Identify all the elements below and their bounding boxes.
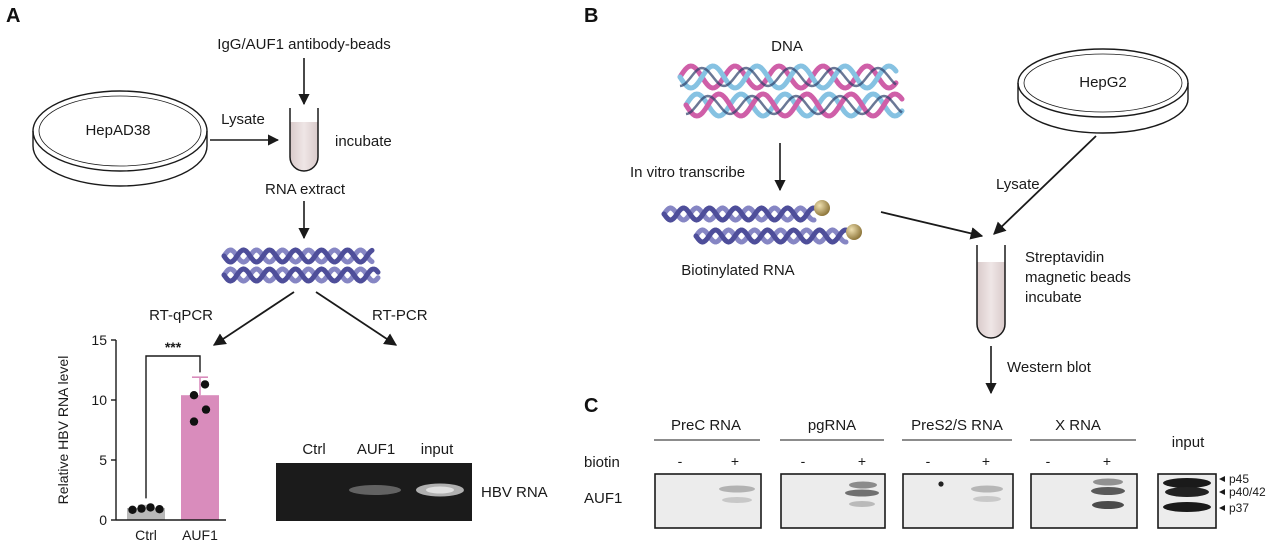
significance-label: *** [165, 339, 182, 355]
data-point [200, 380, 210, 389]
y-tick-label: 15 [91, 332, 107, 348]
dna-strand-top [677, 63, 899, 91]
gel-lane-auf1: AUF1 [357, 441, 395, 458]
blot-prec [654, 473, 762, 529]
lysate-label-b: Lysate [996, 176, 1040, 193]
biotin-label: biotin [584, 454, 620, 471]
blot-pres2s [902, 473, 1014, 529]
hepad38-dish [32, 90, 208, 187]
biotin-bead-icon [814, 200, 830, 216]
p45-marker-icon [1219, 476, 1225, 482]
auf1-protein-label: AUF1 [584, 490, 622, 507]
tube-b [976, 245, 1006, 339]
y-tick-label: 10 [91, 392, 107, 408]
prec-minus: - [678, 453, 683, 469]
hepg2-dish [1017, 48, 1189, 134]
biotinylated-rna-helix [661, 200, 862, 245]
y-axis-label: Relative HBV RNA level [55, 356, 71, 505]
input-lane-label: input [1172, 434, 1205, 451]
rna-extract-label: RNA extract [265, 181, 346, 198]
dna-helix-b [677, 63, 905, 119]
rt-pcr-arrow [315, 291, 398, 346]
panel-a-letter: A [6, 5, 20, 27]
rt-qpcr-arrow [212, 291, 295, 346]
bar-auf1 [181, 395, 219, 520]
blot-pgrna [780, 473, 886, 529]
x-tick-label: Ctrl [135, 527, 157, 543]
gel-band-auf1 [349, 485, 401, 495]
data-point [189, 391, 199, 400]
dna-strand-bottom-dark [685, 94, 903, 116]
streptavidin-label: Streptavidin [1025, 249, 1104, 266]
rt-qpcr-label: RT-qPCR [149, 307, 213, 324]
x-minus: - [1046, 453, 1051, 469]
isoform-p45: p45 [1229, 472, 1249, 486]
biotin-rna-strand-bottom [693, 227, 849, 245]
x-tick-label: AUF1 [182, 527, 218, 543]
hbv-rna-band-label: HBV RNA [481, 484, 548, 501]
group-prec-rna: PreC RNA [671, 417, 741, 434]
significance-bracket [145, 355, 201, 499]
data-point [155, 505, 164, 514]
lysate-label-a: Lysate [221, 111, 265, 128]
hepad38-label: HepAD38 [85, 122, 150, 139]
rna-a-strand-top [221, 247, 375, 265]
p40-42-marker-icon [1219, 489, 1225, 495]
prec-plus: + [731, 453, 739, 469]
incubate-label-b: incubate [1025, 289, 1082, 306]
biotinylated-rna-label: Biotinylated RNA [681, 262, 794, 279]
pg-minus: - [801, 453, 806, 469]
antibody-beads-label: IgG/AUF1 antibody-beads [217, 36, 390, 53]
gel-lane-ctrl: Ctrl [302, 441, 325, 458]
rna-to-tube-arrow [880, 211, 984, 240]
pres-minus: - [926, 453, 931, 469]
y-tick-label: 0 [99, 512, 107, 528]
incubate-label-a: incubate [335, 133, 392, 150]
isoform-p37: p37 [1229, 501, 1249, 515]
data-point [137, 504, 146, 513]
group-pgrna: pgRNA [808, 417, 856, 434]
p37-marker-icon [1219, 505, 1225, 511]
group-pres2s-rna: PreS2/S RNA [911, 417, 1003, 434]
tube-a [289, 108, 319, 172]
biotin-bead-icon [846, 224, 862, 240]
group-x-rna: X RNA [1055, 417, 1101, 434]
blot-input [1157, 473, 1217, 529]
data-point [189, 417, 199, 426]
x-plus: + [1103, 453, 1111, 469]
data-point [201, 405, 211, 414]
panel-b-letter: B [584, 5, 598, 27]
pres-plus: + [982, 453, 990, 469]
rna-a-strand-bottom [221, 266, 381, 284]
isoform-p40-42: p40/42 [1229, 485, 1266, 499]
blot-x-rna [1030, 473, 1138, 529]
western-blot-label: Western blot [1007, 359, 1092, 376]
pg-plus: + [858, 453, 866, 469]
gel-lane-input: input [421, 441, 454, 458]
data-point [146, 503, 155, 512]
rna-helix-a [221, 247, 381, 284]
y-tick-label: 5 [99, 452, 107, 468]
data-point [128, 505, 137, 514]
dna-strand-top-dark [679, 66, 897, 88]
panel-c-letter: C [584, 395, 598, 417]
rt-pcr-label: RT-PCR [372, 307, 428, 324]
dna-label: DNA [771, 38, 803, 55]
lysate-arrow-b [993, 135, 1097, 235]
biotin-rna-strand-top [661, 205, 817, 223]
agarose-gel [276, 463, 472, 521]
transcribe-label: In vitro transcribe [630, 164, 745, 181]
hepg2-label: HepG2 [1079, 74, 1127, 91]
dna-strand-bottom [683, 91, 905, 119]
magnetic-beads-label: magnetic beads [1025, 269, 1131, 286]
